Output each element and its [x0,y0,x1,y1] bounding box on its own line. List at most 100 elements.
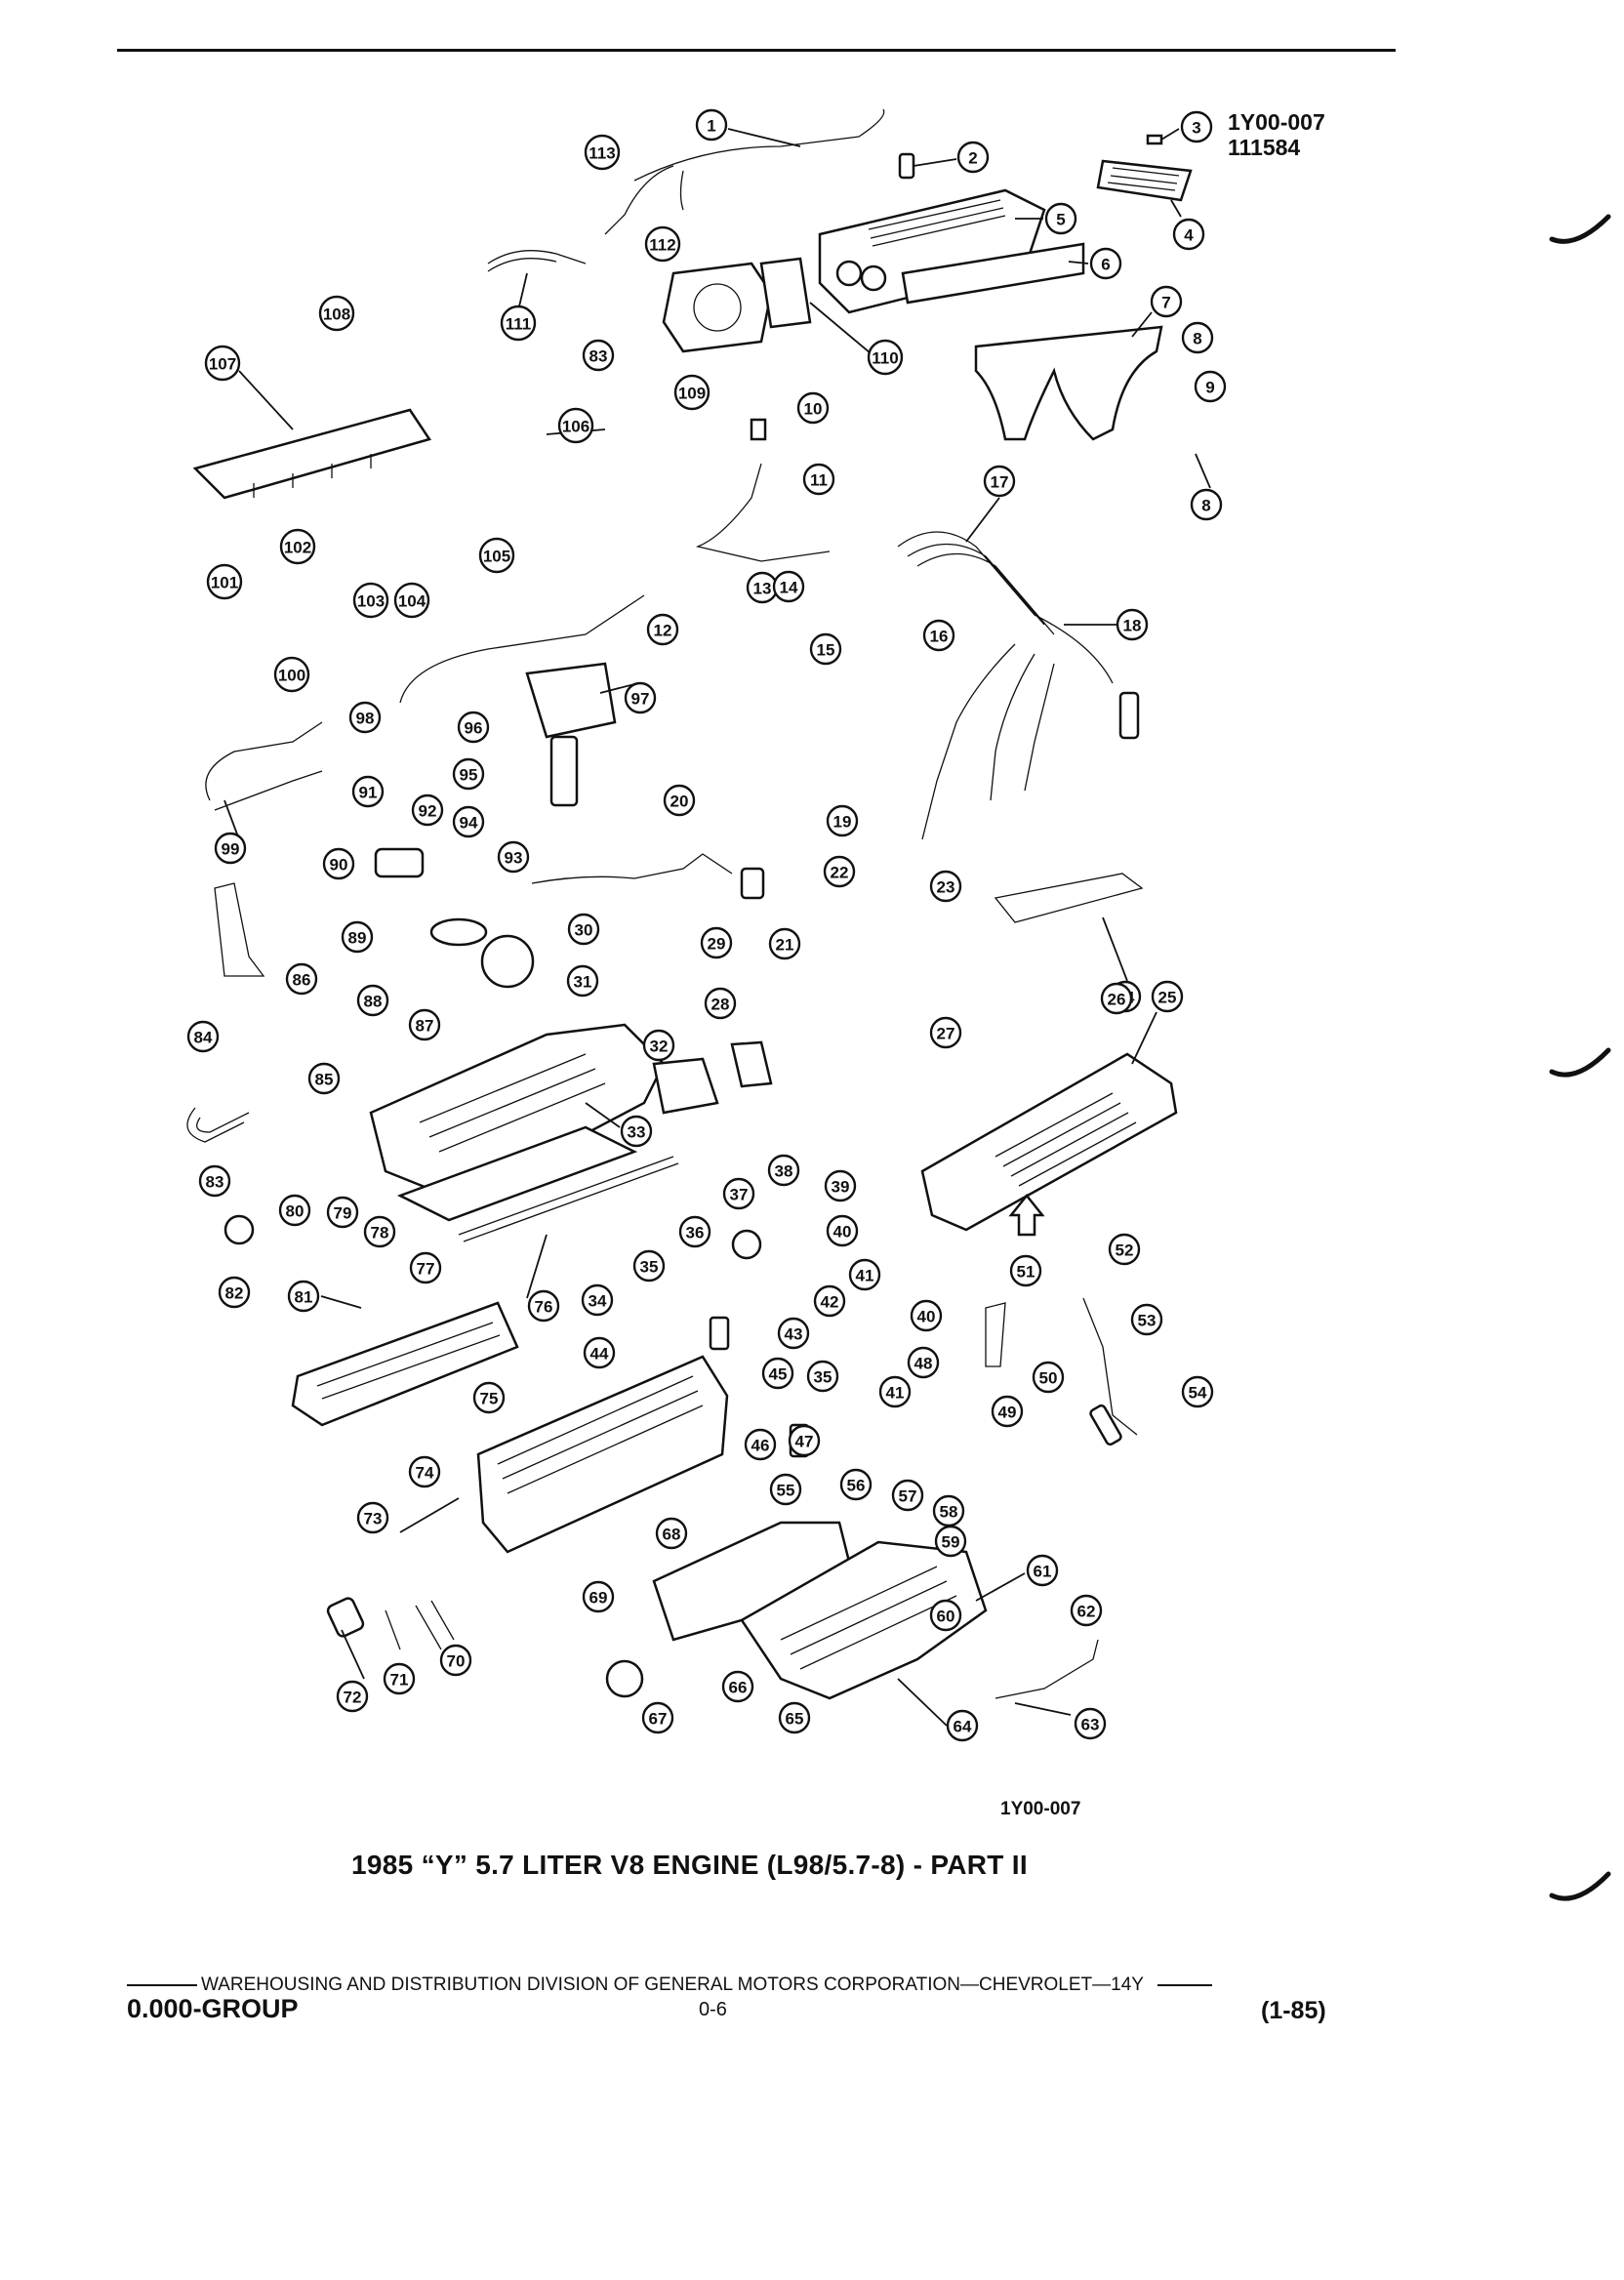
callout-circle [624,681,657,714]
callout-circle [826,1214,859,1247]
callout-circle [806,1360,839,1393]
callout-label: 57 [899,1487,917,1506]
callout-label: 39 [832,1178,850,1197]
callout-circle [198,1164,231,1198]
callout-label: 3 [1192,119,1200,138]
callout-label: 31 [574,973,592,992]
part-callout-6: 6 [1089,247,1122,280]
part-callout-112: 112 [644,225,681,263]
callout-circle [788,1424,821,1457]
part-89-gasket [429,917,488,947]
callout-circle [383,1662,416,1695]
callout-label: 26 [1108,991,1126,1009]
callout-circle [439,1644,472,1677]
callout-circle [307,1062,341,1095]
part-99-hose [205,721,323,811]
part-callout-71: 71 [383,1662,416,1695]
callout-label: 106 [562,418,589,436]
part-5-hatch [868,199,1006,247]
callout-label: 88 [364,993,383,1011]
callout-circle [206,563,243,600]
callout-circle [1026,1554,1059,1587]
part-callout-19: 19 [826,804,859,837]
callout-label: 36 [686,1224,705,1242]
part-7-runners [974,325,1163,441]
callout-label: 45 [769,1365,788,1384]
callout-label: 12 [654,622,672,640]
callout-label: 110 [872,349,898,368]
callout-circle [393,582,430,619]
part-callout-87: 87 [408,1008,441,1041]
part-callout-7: 7 [1150,285,1183,318]
callout-label: 4 [1184,226,1194,245]
callout-circle [767,1154,800,1187]
callout-label: 109 [678,385,706,403]
callout-circle [1070,1594,1103,1627]
part-callout-108: 108 [318,295,355,332]
part-callout-36: 36 [678,1215,711,1248]
callout-label: 53 [1138,1312,1157,1330]
callout-circle [946,1709,979,1742]
part-33-hatch [419,1053,606,1153]
part-callout-27: 27 [929,1016,962,1049]
part-callout-69: 69 [582,1580,615,1613]
part-callout-103: 103 [352,582,389,619]
leader-lines [223,128,1211,1727]
callout-label: 23 [937,878,955,897]
part-25-fins [995,1092,1137,1187]
footer-dash-right [1157,1983,1212,1986]
part-callout-99: 99 [214,832,247,865]
part-callout-21: 21 [768,927,801,960]
part-84-hose [186,1107,250,1143]
callout-label: 7 [1161,294,1170,312]
callout-circle [632,1249,666,1282]
part-callout-62: 62 [1070,1594,1103,1627]
part-18-separator [1118,691,1140,740]
callout-label: 17 [991,473,1009,492]
part-75-hatch [497,1375,704,1494]
callout-label: 65 [786,1710,804,1729]
callout-label: 76 [535,1298,553,1317]
part-81-hatch [316,1322,501,1400]
callout-circle [411,794,444,827]
callout-label: 104 [398,592,426,611]
callout-layer: 1234567898101112131415161718192021222324… [186,108,1227,1742]
callout-label: 10 [804,400,823,419]
callout-label: 22 [831,864,849,882]
callout-label: 34 [589,1292,607,1311]
part-10-sensor [750,418,767,441]
callout-circle [777,1317,810,1350]
callout-label: 69 [589,1589,608,1608]
part-callout-15: 15 [809,632,842,666]
part-86-bracket [214,882,265,977]
part-75-cylinder-head-right [476,1355,729,1554]
callout-circle [351,775,385,808]
callout-circle [279,528,316,565]
callout-label: 49 [998,1404,1017,1422]
callout-label: 93 [505,849,523,868]
callout-circle [826,804,859,837]
callout-label: 58 [940,1503,958,1522]
part-callout-94: 94 [452,805,485,838]
callout-label: 51 [1017,1263,1035,1282]
part-callout-98: 98 [348,701,382,734]
callout-label: 89 [348,929,367,948]
callout-circle [891,1479,924,1512]
part-callout-82: 82 [218,1276,251,1309]
part-callout-33: 33 [620,1115,653,1148]
callout-label: 84 [194,1029,213,1047]
callout-label: 25 [1158,989,1177,1007]
part-70-valve [415,1600,455,1650]
part-53-tube [1082,1297,1138,1436]
callout-circle [408,1455,441,1488]
callout-label: 38 [775,1162,793,1181]
part-76-gasket [458,1156,679,1242]
callout-circle [336,1680,369,1713]
part-callout-17: 17 [983,465,1016,498]
part-3-screw [1146,134,1163,145]
part-callout-65: 65 [778,1701,811,1734]
part-24-bracket [994,873,1144,923]
callout-circle [620,1115,653,1148]
reference-code: 1Y00-007 [1228,109,1325,135]
leader-1 [727,128,801,147]
